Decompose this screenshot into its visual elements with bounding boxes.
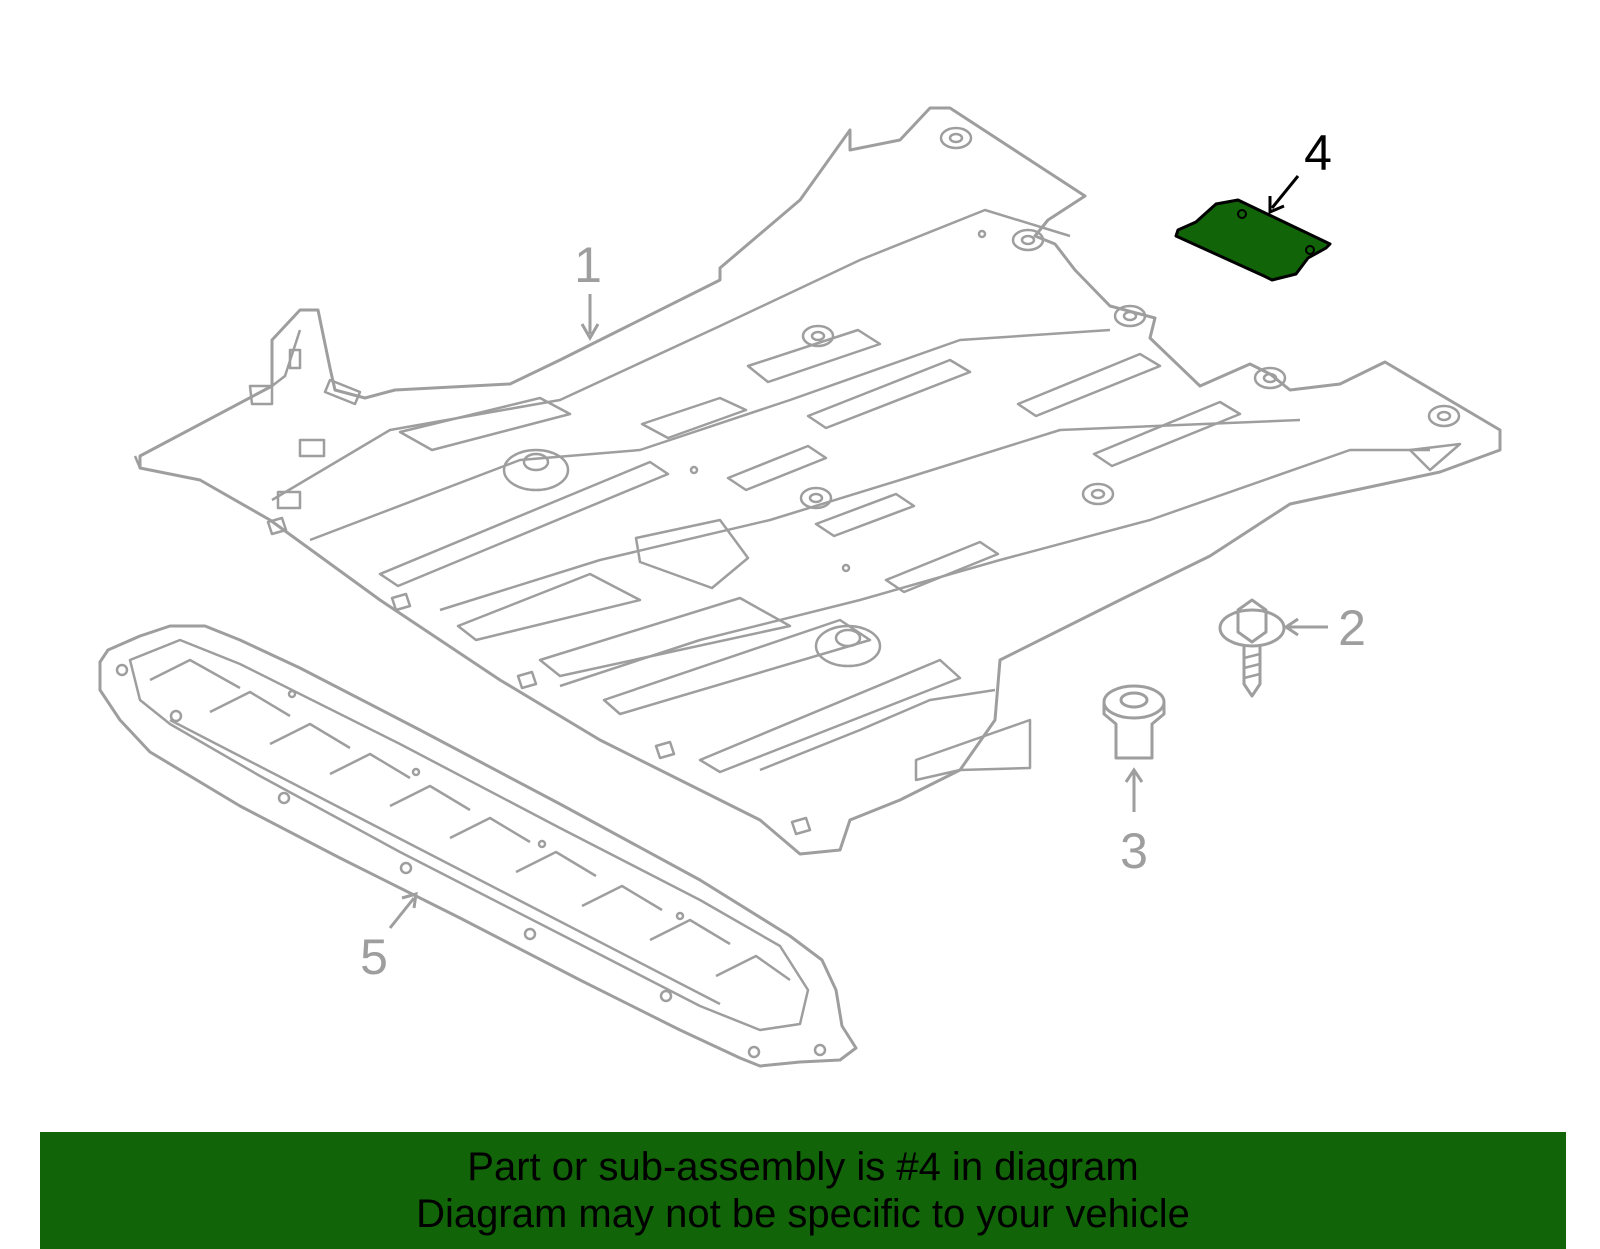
callout-number-2: 2: [1338, 600, 1366, 656]
callout-number-4: 4: [1304, 125, 1332, 181]
callout-leader-5: [388, 897, 416, 929]
callout-number-1: 1: [574, 237, 602, 293]
callout-number-5: 5: [360, 929, 388, 985]
callout-number-3: 3: [1120, 823, 1148, 879]
part-3-grommet: [1102, 684, 1166, 760]
info-banner: Part or sub-assembly is #4 in diagram Di…: [40, 1132, 1566, 1249]
part-1-underbody-shield: [133, 106, 1502, 856]
banner-line-part: Part or sub-assembly is #4 in diagram: [467, 1145, 1139, 1189]
callout-4: 4: [1268, 125, 1332, 215]
callout-arrowhead-5: [401, 891, 418, 909]
part-4-cover-plate: [1174, 198, 1332, 282]
callout-3: 3: [1120, 767, 1148, 879]
callout-5: 5: [360, 891, 418, 985]
part-2-bolt: [1218, 598, 1286, 698]
callout-2: 2: [1283, 600, 1366, 656]
callout-leader-4: [1270, 175, 1300, 209]
callout-1: 1: [574, 237, 602, 342]
callout-arrowhead-1: [580, 323, 600, 342]
callout-arrowhead-3: [1124, 767, 1144, 783]
banner-line-disclaimer: Diagram may not be specific to your vehi…: [416, 1192, 1190, 1236]
callout-arrowhead-4: [1268, 196, 1285, 215]
part-5-front-deflector: [98, 624, 858, 1068]
callout-arrowhead-2: [1283, 617, 1299, 637]
